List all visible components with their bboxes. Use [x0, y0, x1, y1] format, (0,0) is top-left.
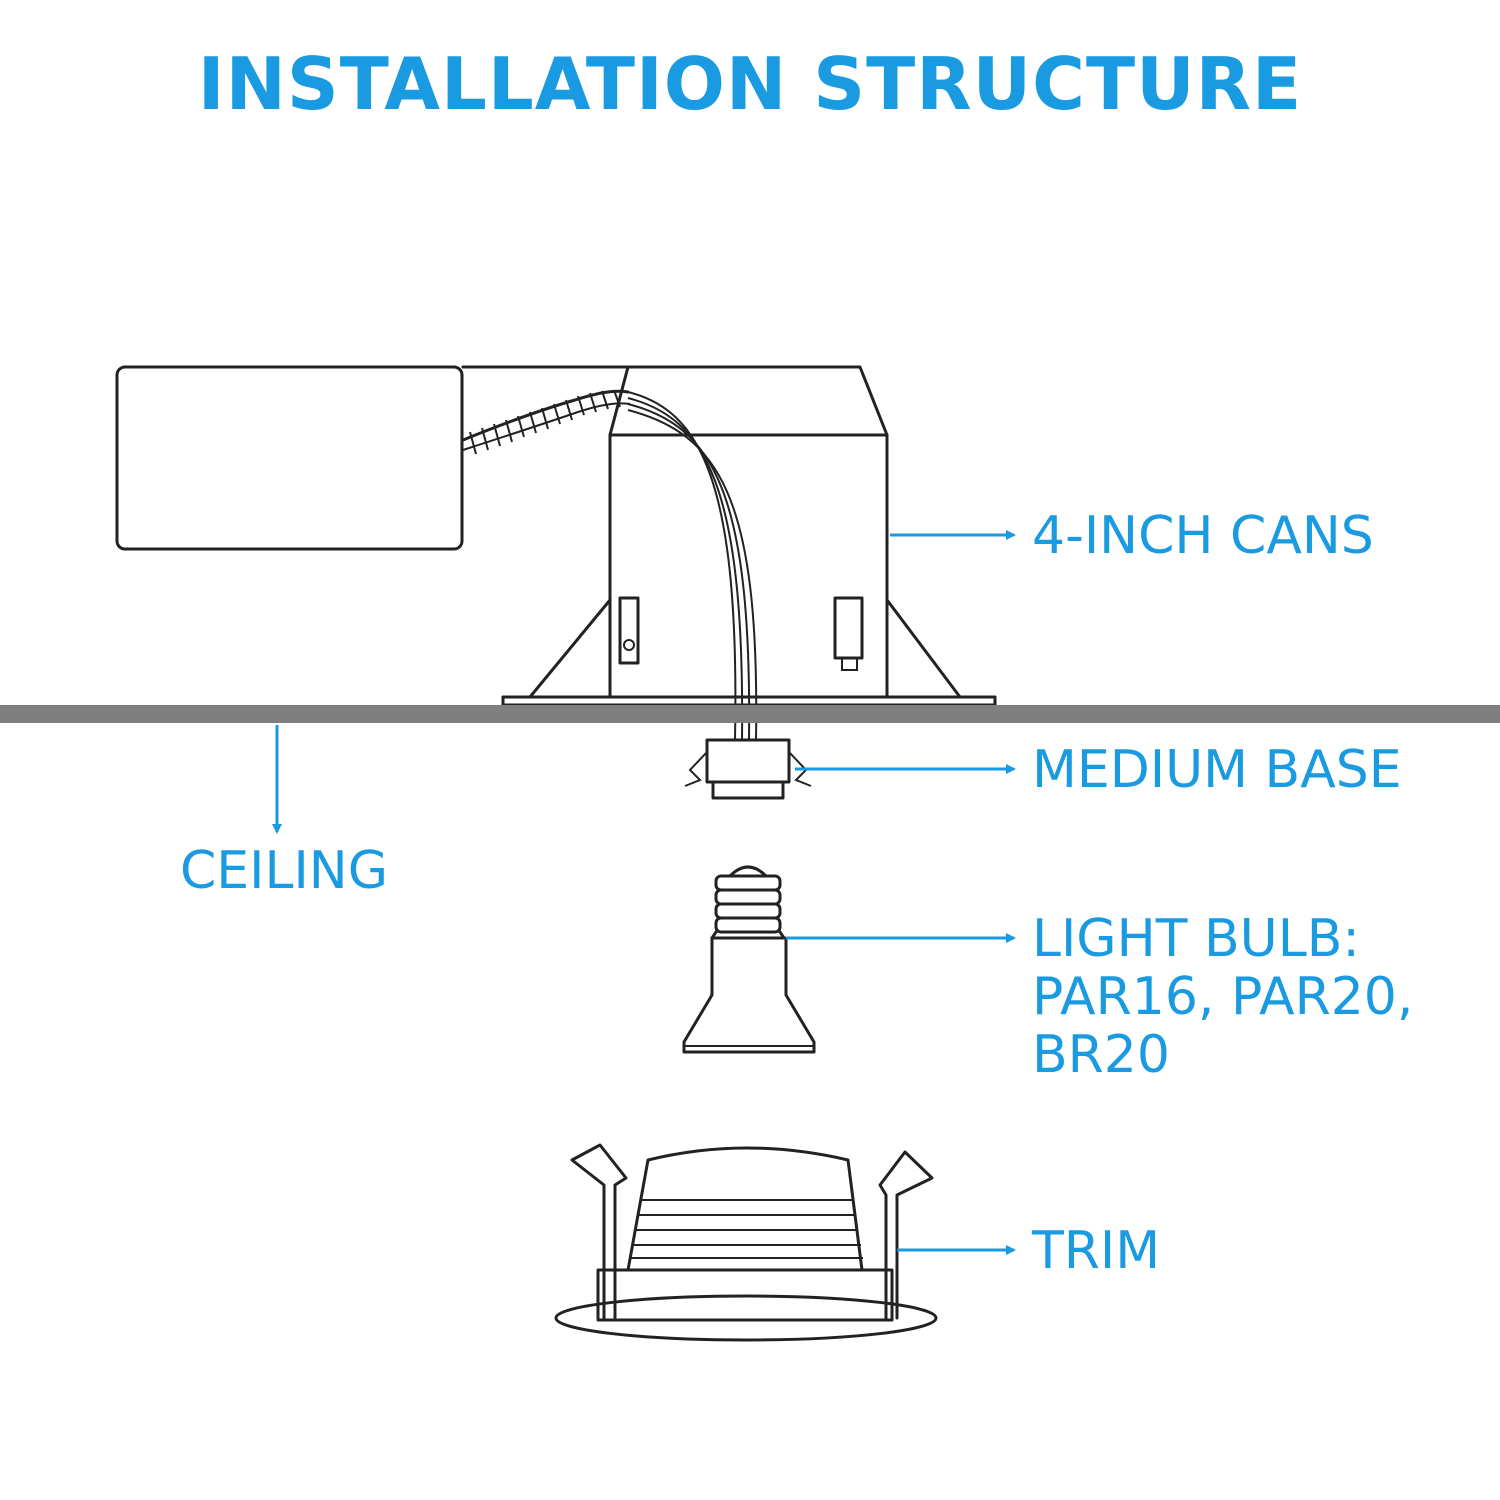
can-housing: [461, 365, 997, 707]
label-medium-base: MEDIUM BASE: [1032, 740, 1402, 800]
flex-conduit: [461, 389, 630, 442]
medium-base-socket: [684, 738, 812, 800]
trim: [554, 1143, 938, 1342]
label-light-bulb: LIGHT BULB: PAR16, PAR20, BR20: [1032, 910, 1413, 1084]
socket-wires: [627, 391, 758, 741]
light-bulb: [682, 865, 816, 1054]
label-light-bulb-line2: PAR16, PAR20,: [1032, 967, 1414, 1027]
ceiling: [0, 705, 1500, 723]
page-title: INSTALLATION STRUCTURE: [197, 42, 1303, 126]
label-4-inch-cans: 4-INCH CANS: [1032, 506, 1374, 566]
label-light-bulb-line3: BR20: [1032, 1025, 1170, 1085]
label-light-bulb-line1: LIGHT BULB:: [1032, 909, 1360, 969]
label-trim: TRIM: [1032, 1221, 1161, 1281]
junction-box: [115, 365, 464, 551]
conduit-ribs: [469, 389, 621, 455]
label-ceiling: CEILING: [180, 841, 388, 901]
